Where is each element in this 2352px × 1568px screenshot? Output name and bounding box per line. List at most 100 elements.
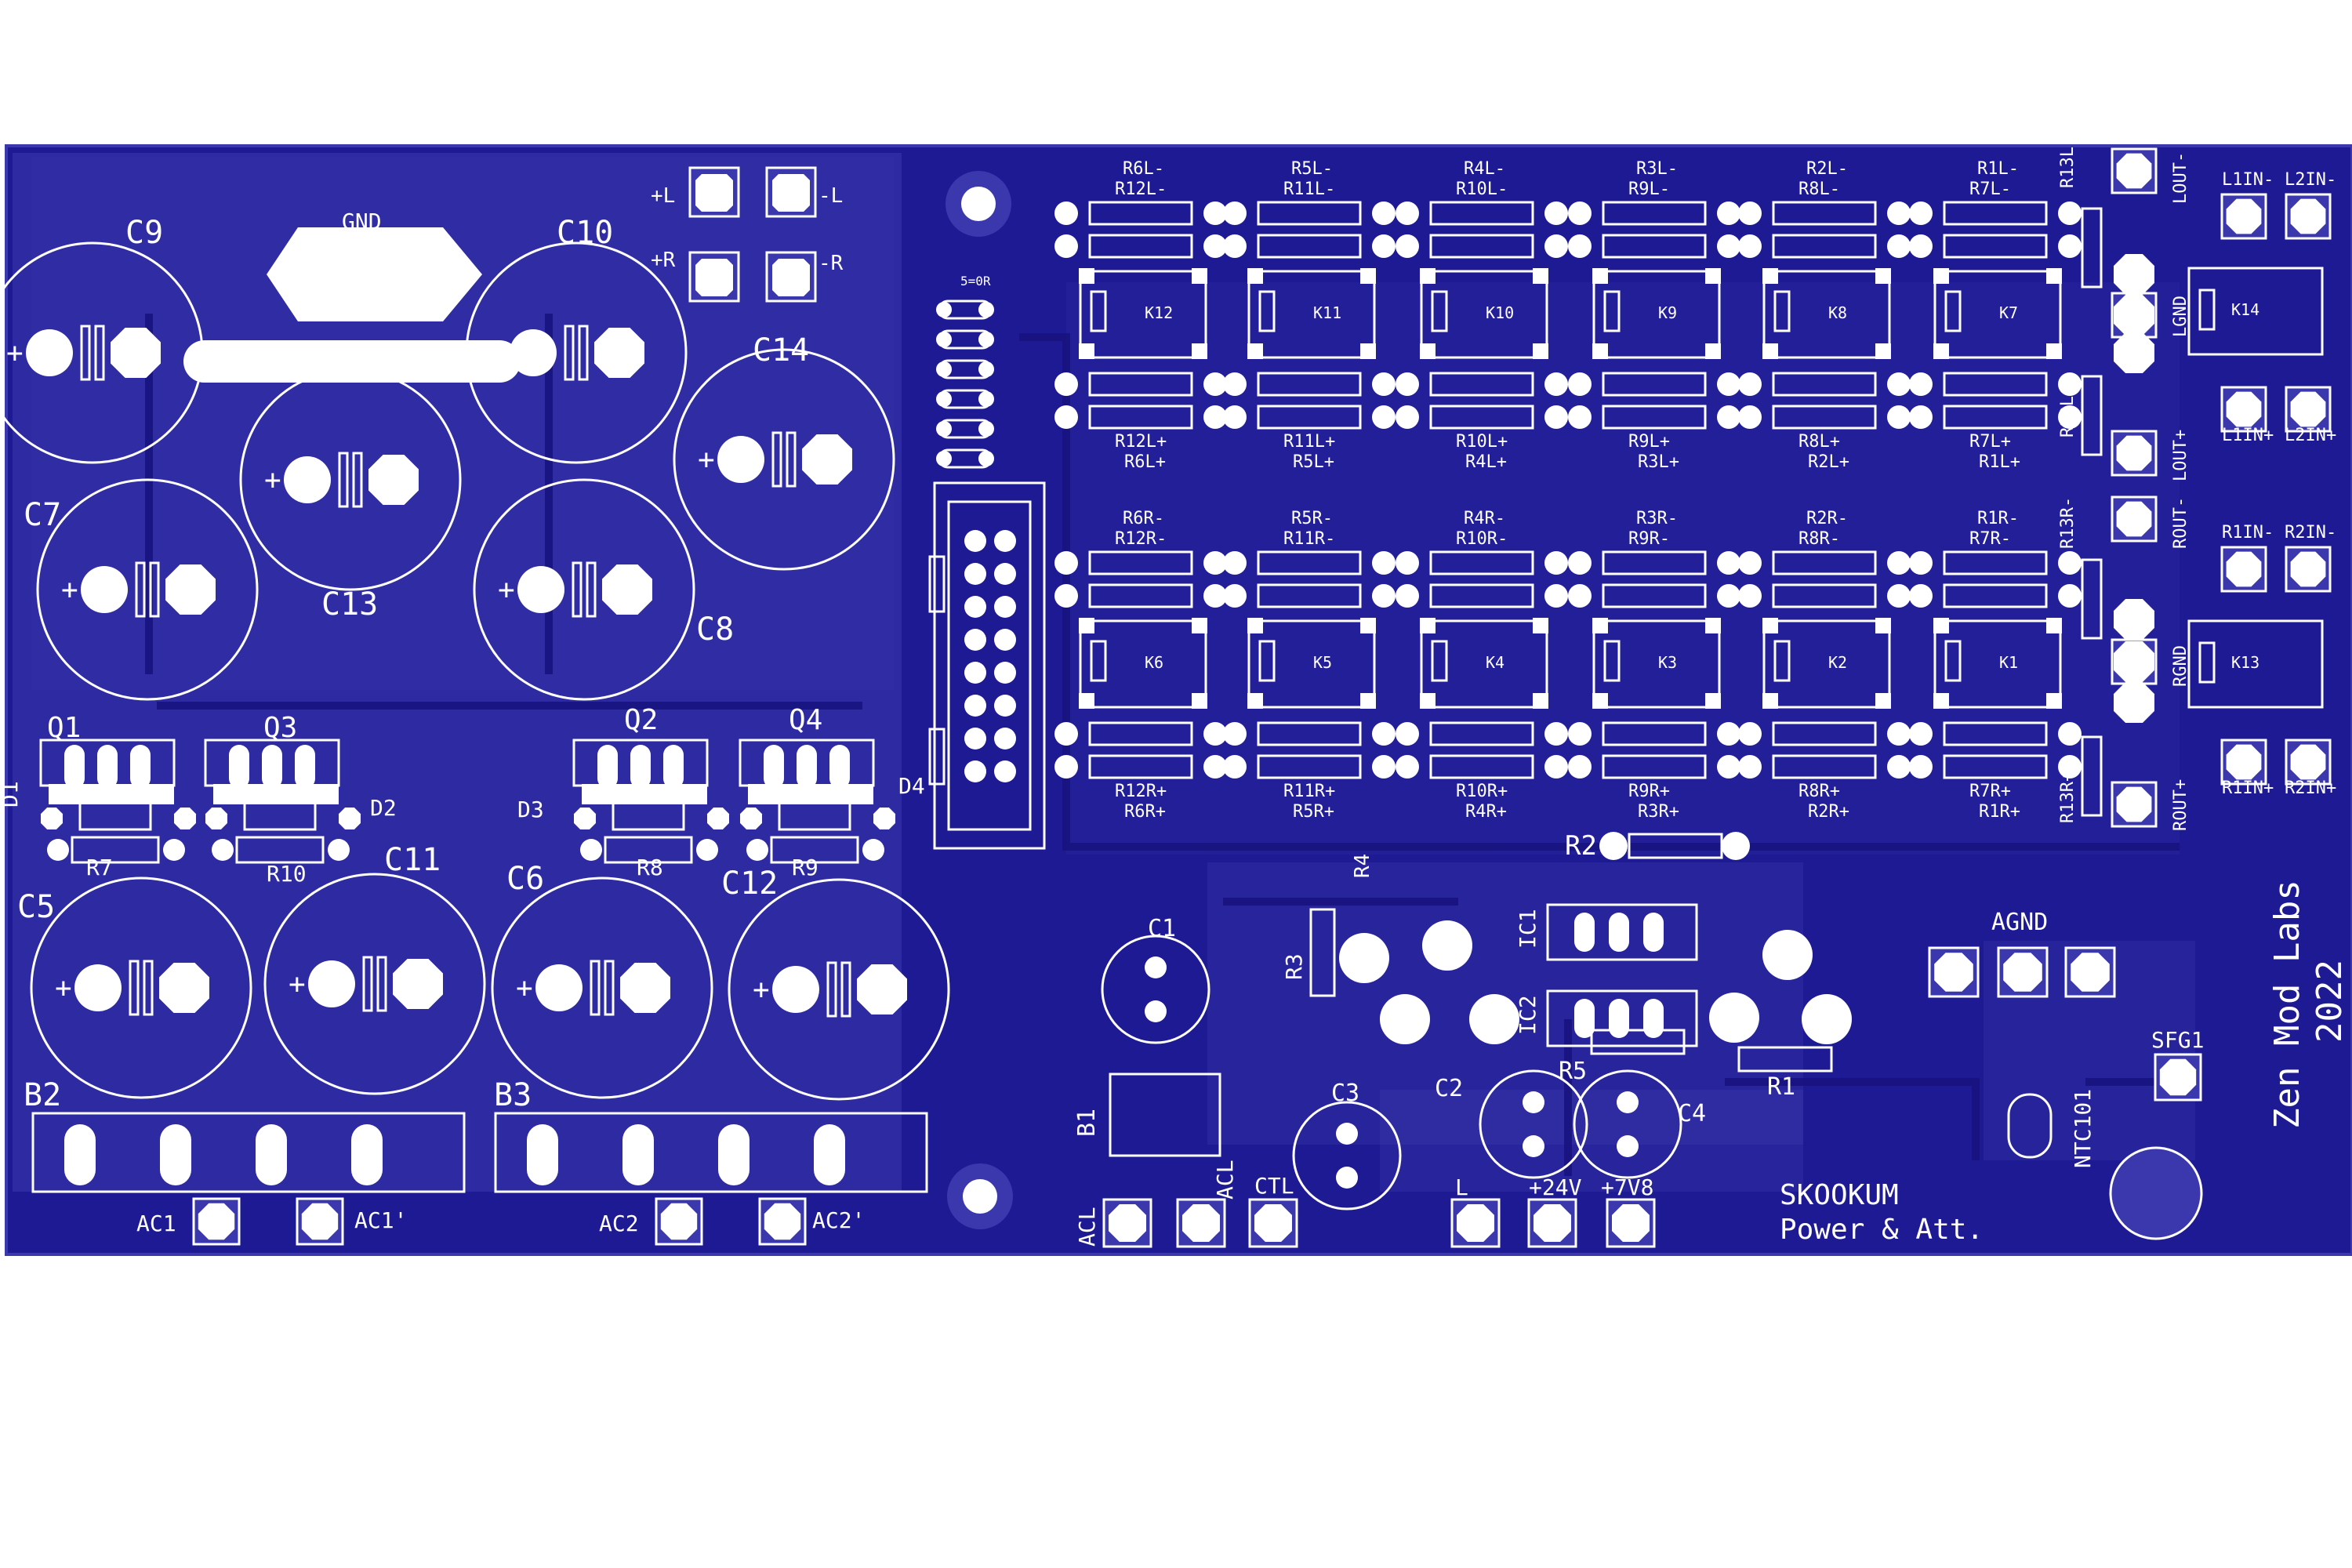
resistor-label: R10	[267, 861, 307, 887]
connector-label: ACL	[1212, 1160, 1238, 1200]
resistor-label: R3R-	[1636, 509, 1678, 528]
idc-pin	[994, 728, 1016, 750]
cap-pad	[594, 328, 644, 378]
ac-pad[interactable]	[758, 1197, 807, 1246]
connector-label: L	[1455, 1174, 1468, 1200]
pad-copper	[2116, 786, 2152, 822]
rail-pad-plus-r[interactable]	[688, 251, 740, 303]
connector-pad[interactable]	[1606, 1198, 1656, 1248]
ac-pad[interactable]	[192, 1197, 241, 1246]
cap-pad	[111, 328, 161, 378]
agnd-pad[interactable]	[2064, 946, 2116, 998]
output-label: LOUT+	[2171, 430, 2190, 481]
cap-pad	[602, 564, 652, 615]
ac-pad[interactable]	[296, 1197, 344, 1246]
input-pad[interactable]	[2285, 386, 2332, 433]
idc-pin	[964, 695, 986, 717]
agnd-pad[interactable]	[1997, 946, 2049, 998]
pad-copper	[1254, 1204, 1292, 1242]
b1-label: B1	[1073, 1109, 1101, 1137]
input-label: R2IN+	[2285, 779, 2336, 798]
attenuator-left: R6L-R12L-K12R12L+R6L+R5L-R11L-K11R11L+R5…	[1054, 159, 2082, 472]
relay-label: K7	[1999, 303, 2018, 322]
input-label: R2IN-	[2285, 523, 2336, 543]
input-pad[interactable]	[2220, 386, 2267, 433]
gnd-pad	[2114, 332, 2154, 373]
cap-plus-sign: +	[264, 464, 281, 496]
connector-label: CTL	[1254, 1173, 1294, 1199]
relay-label: K6	[1145, 653, 1163, 672]
resistor-label: R11R+	[1283, 782, 1335, 801]
rail-pad-minus-r[interactable]	[765, 251, 817, 303]
input-pad[interactable]	[2220, 739, 2267, 786]
title-line-1: SKOOKUM	[1780, 1179, 1899, 1211]
connector-pad[interactable]	[1176, 1198, 1226, 1248]
connector-pad[interactable]	[1248, 1198, 1298, 1248]
output-pad[interactable]	[2111, 147, 2158, 194]
resistor-label: R1L+	[1979, 452, 2020, 472]
resistor-label: R8L+	[1798, 432, 1840, 452]
ac-label: AC2'	[812, 1207, 865, 1233]
resistor-label: R2L-	[1806, 159, 1848, 179]
resistor-label: R7R-	[1969, 529, 2011, 549]
input-pad[interactable]	[2285, 739, 2332, 786]
cap-plus-sign: +	[498, 574, 515, 606]
r2-label: R2	[1565, 830, 1597, 862]
capacitor-label: C5	[17, 889, 55, 925]
idc-pin	[994, 662, 1016, 684]
rail-pad-plus-l[interactable]	[688, 166, 740, 218]
ac-label: AC1	[136, 1210, 176, 1236]
capacitor-c12: +C12	[721, 866, 950, 1101]
connector-pad[interactable]	[1102, 1198, 1152, 1248]
output-pad[interactable]	[2111, 495, 2158, 543]
ac-pad[interactable]	[655, 1197, 703, 1246]
input-label: L2IN-	[2285, 170, 2336, 190]
relay-label: K10	[1486, 303, 1514, 322]
resistor-label: R9R+	[1628, 782, 1670, 801]
input-pad[interactable]	[2285, 546, 2332, 593]
output-pad[interactable]	[2111, 430, 2158, 477]
capacitor-c8: +C8	[473, 478, 734, 701]
connector-pad[interactable]	[1450, 1198, 1501, 1248]
resistor-label: R12R+	[1115, 782, 1167, 801]
resistor-label: R11L-	[1283, 180, 1335, 199]
maker-block: Zen Mod Labs 2022	[2267, 880, 2350, 1129]
pad-copper	[2116, 501, 2152, 537]
pad-copper	[660, 1203, 698, 1240]
pad-copper	[2290, 551, 2326, 587]
sfg-pad[interactable]	[2154, 1053, 2202, 1102]
input-pad[interactable]	[2220, 193, 2267, 240]
pad-copper	[1534, 1204, 1571, 1242]
bridge-label: B2	[24, 1077, 61, 1113]
idc-pin	[994, 760, 1016, 782]
pad-copper	[2290, 198, 2326, 234]
attenuator-right: R6R-R12R-K6R12R+R6R+R5R-R11R-K5R11R+R5R+…	[1054, 509, 2082, 822]
rail-pad-minus-l[interactable]	[765, 166, 817, 218]
connector-label: +24V	[1529, 1174, 1582, 1200]
gnd-pad	[2114, 641, 2154, 682]
agnd-pad[interactable]	[1928, 946, 1980, 998]
connector-pad[interactable]	[1527, 1198, 1577, 1248]
output-pad[interactable]	[2111, 781, 2158, 828]
mounting-holes	[946, 171, 2203, 1240]
input-pad[interactable]	[2285, 193, 2332, 240]
relay-label: K13	[2231, 653, 2259, 672]
diode-pad	[41, 808, 63, 829]
resistor-label: R10R-	[1456, 529, 1508, 549]
connector-label: ACL	[1074, 1207, 1100, 1247]
resistor-label: R7L-	[1969, 180, 2011, 199]
relay-label: K12	[1145, 303, 1173, 322]
cap-pad	[165, 564, 216, 615]
resistor-label: R2R+	[1808, 802, 1849, 822]
cap-pad	[620, 963, 670, 1013]
r13-label: R13L+	[2058, 386, 2078, 437]
pad-copper	[2290, 744, 2326, 780]
resistor-label: R7	[86, 855, 113, 880]
input-pad[interactable]	[2220, 546, 2267, 593]
